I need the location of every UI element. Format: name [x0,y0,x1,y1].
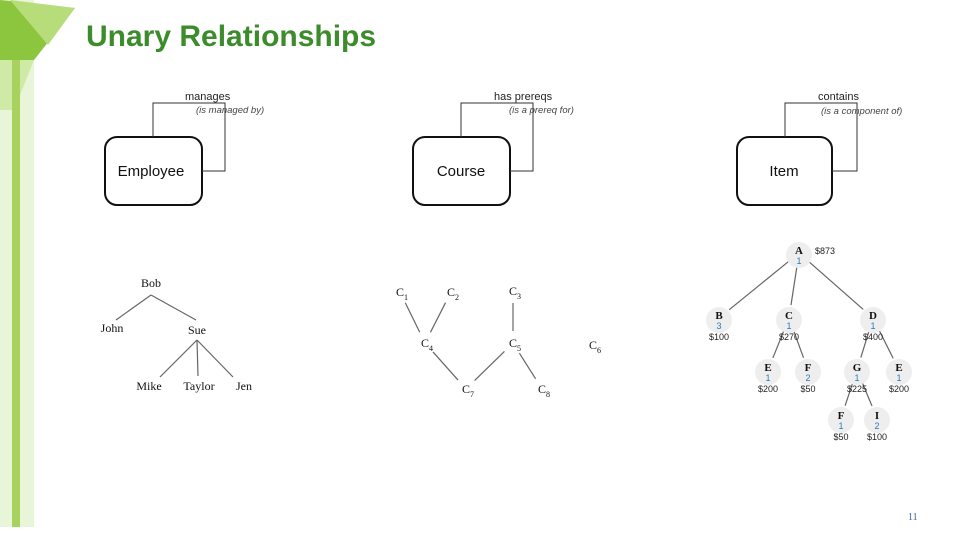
course-node-c4: C4 [421,336,433,353]
employee-edge [196,339,234,378]
item-edge [808,261,864,310]
item-node-circle-F2 [828,407,854,433]
item-node-qty-E2: 1 [896,373,901,383]
item-edge [792,330,805,358]
item-node-circle-A [786,242,812,268]
item-node-label-C: C [785,310,793,322]
item-node-price-I: $100 [867,432,887,442]
item-node-circle-D [860,307,886,333]
has-prereqs-inverse-label: (is a prereq for) [509,105,574,116]
employee-node-jen: Jen [236,379,252,393]
item-node-label-E2: E [895,362,902,374]
employee-edge [159,339,198,378]
manages-loop [152,102,226,172]
employee-node-bob: Bob [141,276,161,290]
course-node-c6: C6 [589,338,601,355]
employee-edge [150,294,197,321]
item-node-price-E2: $200 [889,384,909,394]
employee-edge [115,294,152,321]
item-edge [790,265,798,306]
employee-node-mike: Mike [136,379,161,393]
item-node-circle-F1 [795,359,821,385]
item-node-label-G: G [853,362,862,374]
employee-node-taylor: Taylor [183,379,214,393]
has-prereqs-loop [460,102,534,172]
item-node-price-E1: $200 [758,384,778,394]
item-node-qty-G: 1 [854,373,859,383]
item-node-qty-D: 1 [870,321,875,331]
course-node-c3: C3 [509,284,521,301]
item-node-price-A: $873 [815,246,835,256]
course-node-c1: C1 [396,285,408,302]
page-number: 11 [908,512,918,523]
item-node-circle-E2 [886,359,912,385]
has-prereqs-label: has prereqs [494,91,553,103]
item-node-qty-E1: 1 [765,373,770,383]
item-edge [772,329,785,359]
course-edge [429,302,447,333]
item-edge [844,382,854,406]
item-node-label-E1: E [764,362,771,374]
course-edge [474,350,505,382]
item-node-circle-I [864,407,890,433]
course-node-c8: C8 [538,382,550,399]
course-edge [432,351,459,381]
contains-label: contains [818,91,859,103]
manages-label: manages [185,91,231,103]
item-node-qty-F1: 2 [805,373,810,383]
item-node-circle-G [844,359,870,385]
course-node-c7: C7 [462,382,474,399]
item-edge [860,330,870,358]
item-node-qty-F2: 1 [838,421,843,431]
item-node-price-F2: $50 [833,432,848,442]
course-node-c2: C2 [447,285,459,302]
item-node-circle-B [706,307,732,333]
item-node-label-D: D [869,310,877,322]
item-node-price-C: $270 [779,332,799,342]
item-tree: A1$873B3$100C1$270D1$400E1$200F2$50G1$22… [706,242,912,442]
contains-inverse-label: (is a component of) [821,106,902,117]
item-edge [878,329,894,359]
item-node-price-F1: $50 [800,384,815,394]
employee-entity-name: Employee [118,163,185,180]
course-entity-name: Course [437,163,485,180]
item-node-label-F1: F [805,362,812,374]
item-node-qty-B: 3 [716,321,721,331]
course-edge [518,352,537,380]
item-node-label-I: I [875,410,879,422]
item-node-label-F2: F [838,410,845,422]
item-edge [728,260,790,311]
item-node-price-D: $400 [863,332,883,342]
item-node-circle-E1 [755,359,781,385]
item-node-label-A: A [795,245,803,257]
employee-node-sue: Sue [188,323,206,337]
item-node-qty-A: 1 [796,256,801,266]
course-edge [404,302,421,333]
item-node-price-B: $100 [709,332,729,342]
slide-title: Unary Relationships [86,20,377,53]
course-node-c5: C5 [509,336,521,353]
item-node-price-G: $225 [847,384,867,394]
item-node-qty-I: 2 [874,421,879,431]
item-node-label-B: B [715,310,723,322]
item-entity-name: Item [769,163,798,180]
contains-loop [784,102,858,172]
employee-node-john: John [101,321,124,335]
item-node-qty-C: 1 [786,321,791,331]
employee-edge [196,339,199,377]
manages-inverse-label: (is managed by) [196,105,264,116]
decorative-green-bar [0,0,75,527]
item-edge [861,381,873,407]
item-node-circle-C [776,307,802,333]
